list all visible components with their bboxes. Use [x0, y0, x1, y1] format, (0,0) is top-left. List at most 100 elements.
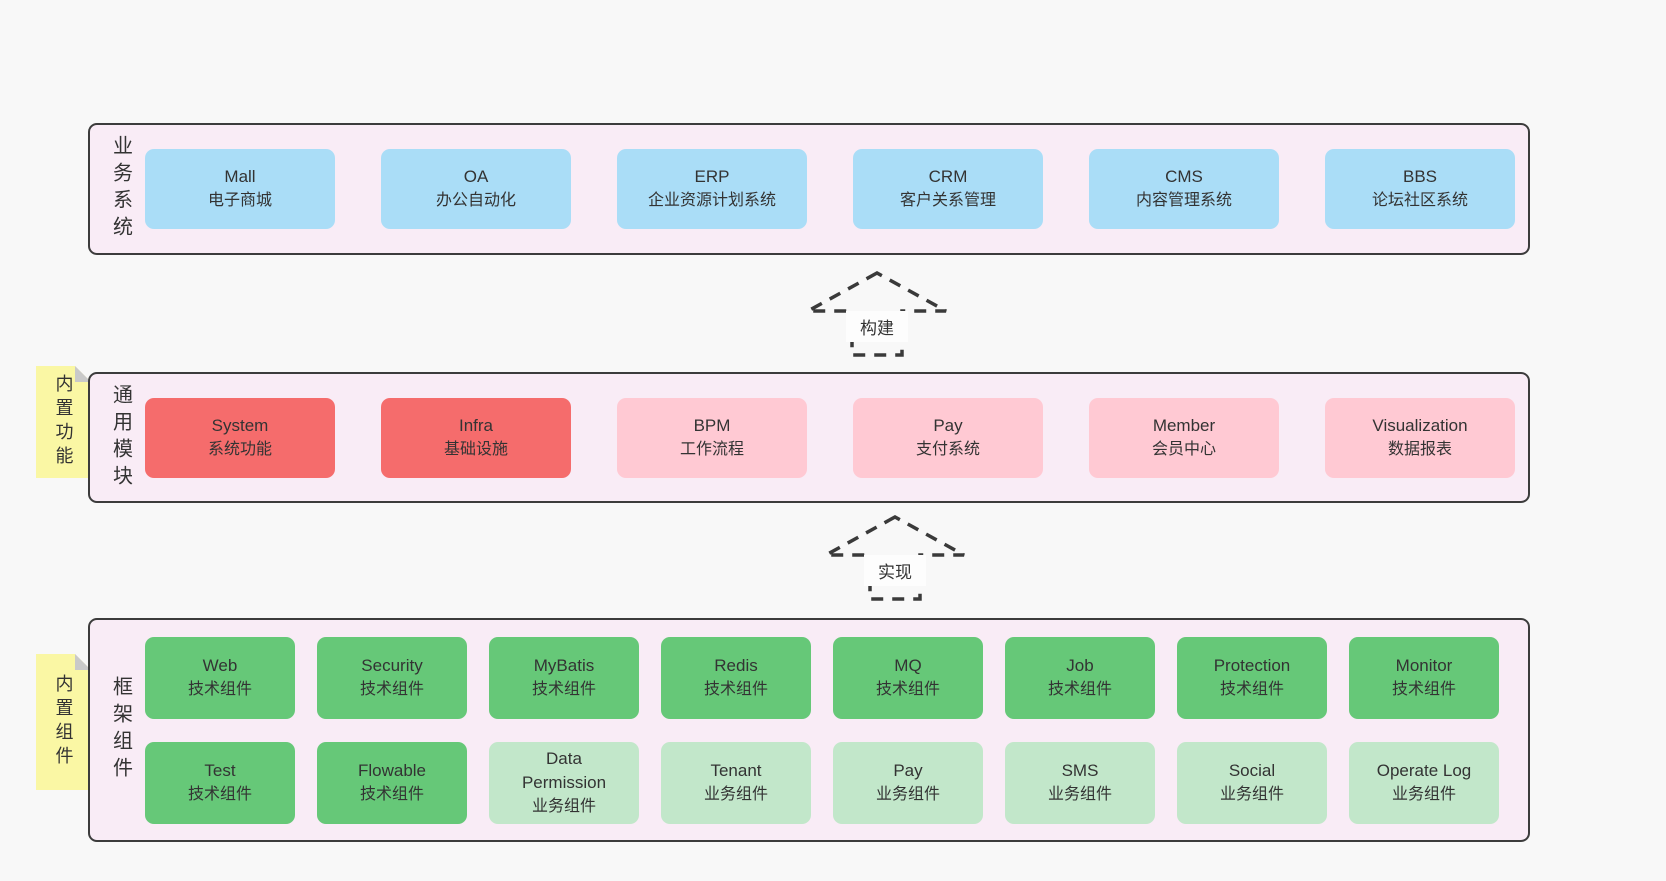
box-title: Infra [458, 415, 494, 435]
box-subtitle: 系统功能 [207, 440, 272, 458]
box-subtitle: 数据报表 [1387, 440, 1452, 458]
box-monitor: Monitor 技术组件 [1349, 636, 1499, 719]
box-cms: CMS 内容管理系统 [1089, 149, 1279, 229]
sticky-note-built-in-components: 内置组件 [36, 654, 91, 790]
box-subtitle: 技术组件 [703, 680, 768, 698]
box-title: CMS [1165, 167, 1203, 186]
box-bbs: BBS 论坛社区系统 [1325, 149, 1515, 229]
box-title: MyBatis [533, 655, 595, 675]
box-title: Test [204, 760, 236, 780]
box-subtitle: 办公自动化 [435, 192, 516, 209]
box-bpm: BPM 工作流程 [617, 397, 807, 478]
box-subtitle: 技术组件 [875, 680, 940, 698]
box-subtitle: 业务组件 [1391, 785, 1456, 803]
box-subtitle: 业务组件 [703, 785, 768, 803]
arrow-build [807, 271, 947, 357]
box-subtitle: 技术组件 [187, 785, 252, 803]
box-title: System [211, 415, 269, 435]
layer-business-systems: 业务系统 Mall 电子商城 OA 办公自动化 ERP 企业资源计划系统 CRM… [88, 123, 1530, 255]
box-title: Member [1152, 415, 1216, 435]
box-subtitle: 技术组件 [531, 680, 596, 698]
box-title: Mall [224, 167, 256, 186]
box-title: Data Permission [521, 748, 607, 792]
box-pay-biz: Pay 业务组件 [833, 741, 983, 824]
box-title: MQ [894, 655, 922, 675]
box-title: Monitor [1395, 655, 1453, 675]
box-protection: Protection 技术组件 [1177, 636, 1327, 719]
box-title: BPM [693, 415, 731, 435]
box-web: Web 技术组件 [145, 636, 295, 719]
box-title: Pay [893, 760, 923, 780]
box-subtitle: 内容管理系统 [1135, 192, 1232, 209]
box-title: Security [361, 655, 423, 675]
box-tenant: Tenant 业务组件 [661, 741, 811, 824]
box-test: Test 技术组件 [145, 741, 295, 824]
box-subtitle: 技术组件 [359, 785, 424, 803]
box-title: CRM [928, 167, 968, 186]
layer-side-label: 通用模块 [109, 383, 132, 492]
box-subtitle: 电子商城 [207, 192, 272, 209]
layer-common-modules: 通用模块 System 系统功能 Infra 基础设施 BPM 工作流程 Pay… [88, 372, 1530, 503]
box-redis: Redis 技术组件 [661, 636, 811, 719]
box-infra: Infra 基础设施 [381, 397, 571, 478]
box-row: System 系统功能 Infra 基础设施 BPM 工作流程 Pay 支付系统… [145, 374, 1516, 501]
box-subtitle: 业务组件 [1219, 785, 1284, 803]
box-subtitle: 业务组件 [875, 785, 940, 803]
box-subtitle: 技术组件 [1391, 680, 1456, 698]
box-mq: MQ 技术组件 [833, 636, 983, 719]
box-data-permission: Data Permission 业务组件 [489, 741, 639, 824]
box-title: Pay [933, 415, 963, 435]
box-operate-log: Operate Log 业务组件 [1349, 741, 1499, 824]
box-subtitle: 会员中心 [1151, 440, 1216, 458]
box-title: Tenant [710, 760, 762, 780]
box-security: Security 技术组件 [317, 636, 467, 719]
box-subtitle: 技术组件 [187, 680, 252, 698]
box-subtitle: 工作流程 [679, 440, 744, 458]
box-flowable: Flowable 技术组件 [317, 741, 467, 824]
box-title: Visualization [1372, 415, 1468, 435]
box-visualization: Visualization 数据报表 [1325, 397, 1515, 478]
box-title: Web [202, 655, 238, 675]
layer-framework-components: 框架组件 Web 技术组件 Security 技术组件 MyBatis 技术组件… [88, 618, 1530, 842]
box-job: Job 技术组件 [1005, 636, 1155, 719]
box-member: Member 会员中心 [1089, 397, 1279, 478]
box-row: Test 技术组件 Flowable 技术组件 Data Permission … [145, 741, 1516, 824]
box-subtitle: 论坛社区系统 [1371, 192, 1468, 209]
box-oa: OA 办公自动化 [381, 149, 571, 229]
layer-side-label: 业务系统 [109, 135, 132, 243]
arrow-implement-label: 实现 [864, 555, 926, 586]
box-row: Web 技术组件 Security 技术组件 MyBatis 技术组件 Redi… [145, 636, 1516, 719]
box-subtitle: 企业资源计划系统 [647, 192, 776, 209]
box-rows: Web 技术组件 Security 技术组件 MyBatis 技术组件 Redi… [145, 620, 1516, 840]
box-mybatis: MyBatis 技术组件 [489, 636, 639, 719]
box-title: Redis [714, 655, 758, 675]
arrow-build-label: 构建 [846, 311, 908, 342]
box-title: Job [1066, 655, 1094, 675]
sticky-note-label: 内置功能 [53, 374, 74, 470]
box-title: Operate Log [1376, 760, 1472, 780]
box-title: ERP [694, 167, 730, 186]
box-subtitle: 客户关系管理 [899, 192, 996, 209]
box-subtitle: 支付系统 [915, 440, 980, 458]
arrow-implement [825, 515, 965, 601]
box-subtitle: 基础设施 [443, 440, 508, 458]
box-subtitle: 技术组件 [359, 680, 424, 698]
box-sms: SMS 业务组件 [1005, 741, 1155, 824]
box-title: BBS [1402, 167, 1438, 186]
box-erp: ERP 企业资源计划系统 [617, 149, 807, 229]
box-subtitle: 业务组件 [1047, 785, 1112, 803]
box-title: Protection [1213, 655, 1291, 675]
box-title: SMS [1061, 760, 1099, 780]
box-title: Social [1228, 760, 1276, 780]
sticky-note-label: 内置组件 [53, 674, 74, 770]
box-row: Mall 电子商城 OA 办公自动化 ERP 企业资源计划系统 CRM 客户关系… [145, 125, 1516, 253]
box-crm: CRM 客户关系管理 [853, 149, 1043, 229]
box-subtitle: 技术组件 [1219, 680, 1284, 698]
layer-side-label: 框架组件 [109, 676, 132, 784]
box-title: OA [463, 167, 489, 186]
box-subtitle: 业务组件 [531, 797, 596, 815]
box-mall: Mall 电子商城 [145, 149, 335, 229]
box-pay: Pay 支付系统 [853, 397, 1043, 478]
box-social: Social 业务组件 [1177, 741, 1327, 824]
sticky-note-built-in-features: 内置功能 [36, 366, 91, 478]
